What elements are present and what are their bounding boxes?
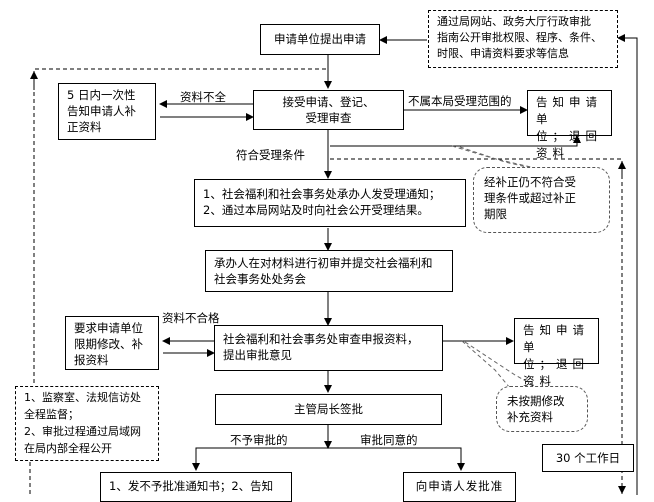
label-meets-conditions: 符合受理条件	[236, 148, 305, 162]
node-notify-correction: 5 日内一次性 告知申请人补 正资料	[58, 83, 156, 140]
node-apply: 申请单位提出申请	[260, 24, 380, 55]
node-accept-notice: 1、社会福利和社会事务处承办人发受理通知； 2、通过本局网站及时向社会公开受理结…	[194, 179, 466, 227]
label-out-of-scope: 不属本局受理范围的	[408, 94, 512, 108]
node-working-days: 30 个工作日	[542, 444, 634, 472]
node-supervision: 1、监察室、法规信访处 全程监督； 2、审批过程通过局域网 在局内部全程公开	[15, 386, 159, 461]
node-office-review: 社会福利和社会事务处审查申报资料， 提出审批意见	[214, 325, 443, 371]
node-accept-review: 接受申请、登记、 受理审查	[253, 90, 404, 130]
node-approve-notice: 向申请人发批准	[403, 472, 516, 502]
label-approved: 审批同意的	[360, 433, 418, 447]
node-notify-return-2: 告知申请单 位；退回资料	[514, 318, 599, 388]
node-director-sign: 主管局长签批	[215, 394, 442, 425]
label-not-approved: 不予审批的	[230, 433, 288, 447]
callout-not-revised: 未按期修改 补充资料	[496, 386, 588, 432]
label-incomplete: 资料不全	[180, 90, 226, 104]
node-preliminary-review: 承办人在对材料进行初审并提交社会福利和 社会事务处处务会	[205, 250, 453, 292]
edge-supervision-loop	[33, 68, 328, 390]
edge-approved	[328, 447, 465, 471]
edge-still-nonconforming	[330, 135, 581, 147]
node-reject-notice: 1、发不予批准通知书；2、告知	[100, 472, 292, 502]
edge-not-approved	[192, 447, 328, 471]
node-notify-return-1: 告知申请单 位；退回资料	[527, 90, 612, 160]
node-request-revision: 要求申请单位 限期修改、补 报资料	[65, 316, 159, 370]
label-unqualified: 资料不合格	[162, 311, 220, 325]
callout-still-nonconforming: 经补正仍不符合受 理条件或超过补正 期限	[473, 167, 610, 233]
edge-outer-loop	[617, 34, 638, 495]
node-public-info: 通过局网站、政务大厅行政审批 指南公开审批权限、程序、条件、 时限、申请资料要求…	[428, 10, 618, 68]
